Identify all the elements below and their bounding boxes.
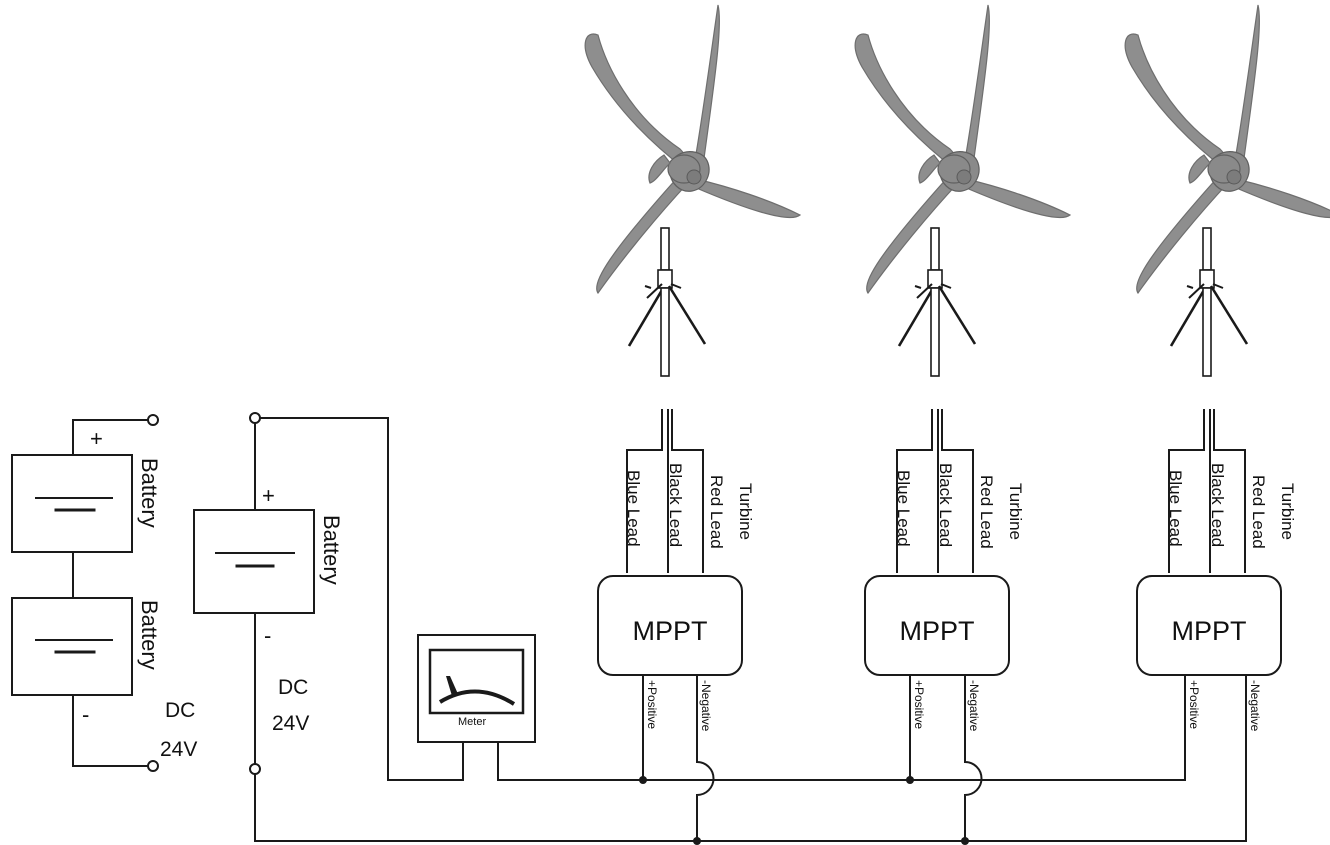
black-lead-label-3: Black Lead [1208,463,1227,547]
mppt-controller-1 [597,575,743,676]
battery-bank-1-plus: + [90,426,103,451]
positive-label-3: +Positive [1187,680,1201,729]
battery-bank-1-negative-terminal[interactable] [147,760,159,772]
mppt-controller-2 [864,575,1010,676]
battery-3 [193,509,315,614]
turbine-unit-1: MPPT Blue Lead Black Lead Red Lead Turbi… [584,4,801,842]
turbine-2-mast [897,226,977,378]
black-lead-label-1: Black Lead [666,463,685,547]
black-lead-label-2: Black Lead [936,463,955,547]
meter-dial [428,648,525,715]
red-lead-label-1: Red Lead [707,475,726,549]
battery-bank-2-voltage-label: 24V [272,712,309,735]
positive-bus [497,719,1186,784]
meter-label: Meter [458,716,486,728]
battery-1-label: Battery [137,458,162,528]
meter: Meter [387,417,536,781]
battery-bank-1: + - Battery Battery DC 24V [11,414,197,772]
battery-bank-2-positive-terminal[interactable] [249,412,261,424]
mppt-label-1: MPPT [632,616,707,646]
battery-bank-1-dc-label: DC [165,699,195,722]
battery-bank-2-minus: - [264,623,271,648]
turbine-label-3: Turbine [1278,483,1297,540]
turbine-3-mast [1169,226,1249,378]
battery-bank-2-dc-label: DC [278,676,308,699]
red-lead-label-3: Red Lead [1249,475,1268,549]
battery-bank-2: + - Battery DC 24V [193,412,389,842]
positive-label-1: +Positive [645,680,659,729]
turbine-unit-3: MPPT Blue Lead Black Lead Red Lead Turbi… [1124,4,1330,842]
negative-label-3: -Negative [1248,680,1262,732]
wind-turbine-1 [584,4,801,294]
turbine-label-1: Turbine [736,483,755,540]
battery-bank-1-minus: - [82,702,89,727]
battery-bank-1-positive-terminal[interactable] [147,414,159,426]
negative-bus [254,837,1247,845]
blue-lead-label-1: Blue Lead [624,470,643,547]
wind-turbine-2 [854,4,1071,294]
battery-bank-2-negative-terminal[interactable] [249,763,261,775]
blue-lead-label-3: Blue Lead [1166,470,1185,547]
red-lead-label-2: Red Lead [977,475,996,549]
battery-bank-2-plus: + [262,483,275,508]
turbine-1-mast [627,226,707,378]
mppt-label-3: MPPT [1171,616,1246,646]
battery-3-label: Battery [319,515,344,585]
mppt-controller-3 [1136,575,1282,676]
wind-turbine-3 [1124,4,1330,294]
turbine-unit-2: MPPT Blue Lead Black Lead Red Lead Turbi… [854,4,1071,842]
mppt-label-2: MPPT [899,616,974,646]
battery-2 [11,597,133,696]
negative-label-1: -Negative [699,680,713,732]
battery-2-label: Battery [137,600,162,670]
blue-lead-label-2: Blue Lead [894,470,913,547]
battery-bank-1-voltage-label: 24V [160,738,197,761]
negative-label-2: -Negative [967,680,981,732]
battery-1 [11,454,133,553]
positive-label-2: +Positive [912,680,926,729]
turbine-label-2: Turbine [1006,483,1025,540]
